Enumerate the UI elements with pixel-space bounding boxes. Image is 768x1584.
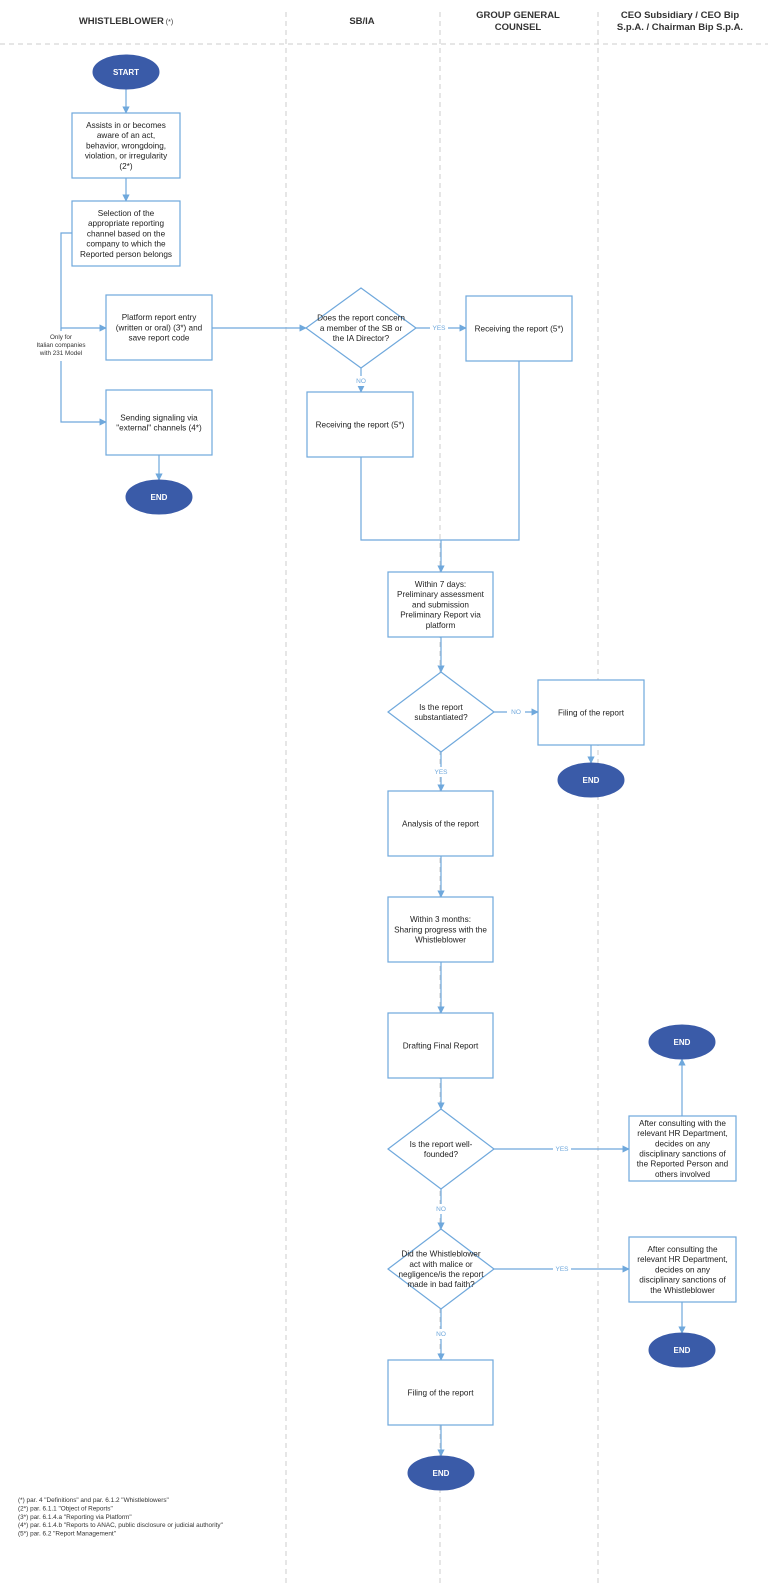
node-filing-gc-box [537,679,645,746]
label-concern-yes-bg [430,323,448,333]
node-end-gc-terminal [557,762,625,798]
label-wellfounded-no: NO [436,1206,446,1213]
label-malice-yes-bg [553,1264,571,1274]
edge-recv-gc-merge [441,361,520,541]
node-external-label: Sending signaling via"external" channels… [116,413,202,432]
lane-header-0: WHISTLEBLOWER (*) [79,16,173,27]
node-within3-label: Within 3 months:Sharing progress with th… [394,915,487,944]
node-start-label: START [113,68,139,77]
node-analysis-box [387,790,494,857]
label-malice-no: NO [436,1331,446,1338]
node-end-ceo1-terminal [648,1024,716,1060]
node-end-ceo1-label: END [674,1038,691,1047]
node-wellfounded-label: Is the report well-founded? [410,1140,473,1159]
node-hr1-box [628,1115,737,1182]
node-platform-label: Platform report entry(written or oral) (… [116,313,203,342]
node-drafting-label: Drafting Final Report [403,1041,479,1050]
footnote-3: (3*) par. 6.1.4.a "Reporting via Platfor… [18,1514,132,1521]
node-recv-sb-label: Receiving the report (5*) [316,420,405,429]
node-selection-box [71,200,181,267]
node-substantiated-diamond [387,671,495,753]
node-recv-gc-box [465,295,573,362]
edge-recv-sb-merge [360,457,441,541]
node-filing-gc-label: Filing of the report [558,708,625,717]
node-recv-gc-label: Receiving the report (5*) [475,324,564,333]
label-wellfounded-yes: YES [555,1146,569,1153]
edge-selection-platform [60,232,107,332]
node-within3-box [387,896,494,963]
node-within7-box [387,571,494,638]
node-end-wb-terminal [125,479,193,515]
footnote-2: (2*) par. 6.1.1 "Object of Reports" [18,1505,113,1512]
node-drafting-box [387,1012,494,1079]
node-start-terminal [92,54,160,90]
label-substantiated-no: NO [511,709,521,716]
label-malice-yes: YES [555,1266,569,1273]
footnote-4: (4*) par. 6.1.4.b "Reports to ANAC, publ… [18,1522,223,1529]
node-aware-box [71,112,181,179]
footnote-1: (*) par. 4 "Definitions" and par. 6.1.2 … [18,1497,169,1504]
label-concern-no-bg [352,376,370,386]
label-wellfounded-yes-bg [553,1144,571,1154]
label-malice-no-bg [432,1329,450,1339]
label-only-italian-bg [30,331,92,361]
node-analysis-label: Analysis of the report [402,819,480,828]
label-wellfounded-no-bg [432,1204,450,1214]
node-end-ceo2-terminal [648,1332,716,1368]
label-substantiated-yes: YES [434,769,448,776]
node-malice-diamond [387,1228,495,1310]
node-wellfounded-diamond [387,1108,495,1190]
node-filing-final-label: Filing of the report [408,1388,475,1397]
label-concern-no: NO [356,378,366,385]
label-substantiated-yes-bg [432,767,450,777]
footnote-5: (5*) par. 6.2 "Report Management" [18,1531,116,1538]
node-end-wb-label: END [151,493,168,502]
node-end-final-terminal [407,1455,475,1491]
node-end-ceo2-label: END [674,1346,691,1355]
node-hr2-box [628,1236,737,1303]
lane-header-1: SB/IA [349,16,374,27]
label-concern-yes: YES [432,325,446,332]
node-concern-diamond [304,287,418,369]
node-filing-final-box [387,1359,494,1426]
label-substantiated-no-bg [507,707,525,717]
node-end-gc-label: END [583,776,600,785]
node-recv-sb-box [306,391,414,458]
node-end-final-label: END [433,1469,450,1478]
node-external-box [105,389,213,456]
node-platform-box [105,294,213,361]
